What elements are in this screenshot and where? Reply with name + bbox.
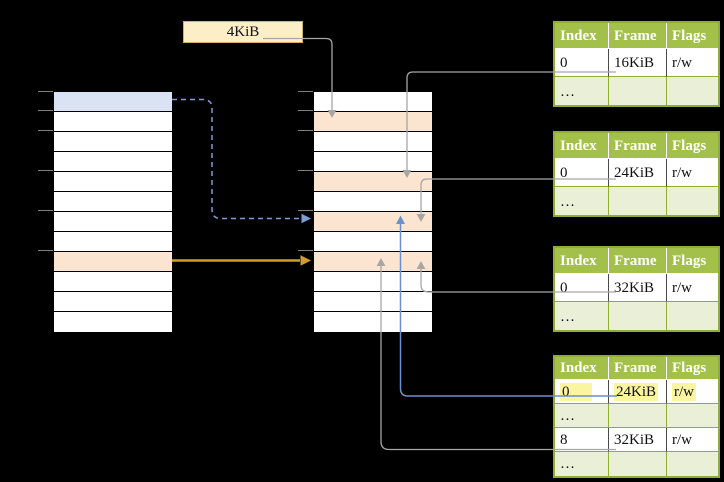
- flags-cell: r/w: [667, 380, 718, 404]
- table-row: 0 32KiB r/w: [555, 274, 718, 302]
- arrowhead-right-icon: [300, 255, 311, 266]
- ellipsis-cell: [667, 77, 718, 105]
- physical-memory-table: [313, 91, 433, 333]
- table-row: [314, 152, 432, 172]
- table-row: [54, 212, 172, 232]
- page-table-2: Index Frame Flags 0 24KiB r/w …: [553, 131, 720, 217]
- table-row: [314, 212, 432, 232]
- highlighted-value: 0: [560, 383, 592, 401]
- table-row: [314, 132, 432, 152]
- table-row: [54, 152, 172, 172]
- frame-cell: 16KiB: [609, 49, 667, 77]
- table-row: [314, 312, 432, 332]
- column-header: Index: [555, 23, 609, 49]
- index-cell: 0: [555, 380, 609, 404]
- table-row: …: [555, 77, 718, 105]
- column-header: Flags: [667, 357, 718, 380]
- ellipsis-cell: …: [555, 77, 609, 105]
- column-header: Frame: [609, 357, 667, 380]
- ellipsis-cell: …: [555, 404, 609, 428]
- ellipsis-cell: …: [555, 187, 609, 215]
- table-row: [54, 272, 172, 292]
- arrow-virtual-blue-to-frame-24kib: [172, 98, 301, 220]
- table-header-row: Index Frame Flags: [555, 23, 718, 49]
- table-header-row: Index Frame Flags: [555, 248, 718, 274]
- table-row: 0 16KiB r/w: [555, 49, 718, 77]
- left-table-ticks: [38, 91, 53, 251]
- ellipsis-cell: [609, 452, 667, 476]
- ellipsis-cell: [667, 302, 718, 330]
- table-row: …: [555, 404, 718, 428]
- page-table-1: Index Frame Flags 0 16KiB r/w …: [553, 21, 720, 107]
- column-header: Index: [555, 248, 609, 274]
- ellipsis-cell: …: [555, 302, 609, 330]
- table-row-highlighted: 0 24KiB r/w: [555, 380, 718, 404]
- ellipsis-cell: …: [555, 452, 609, 476]
- table-row: …: [555, 452, 718, 476]
- ellipsis-cell: [667, 452, 718, 476]
- arrowhead-right-icon: [301, 213, 311, 224]
- ellipsis-cell: [667, 404, 718, 428]
- table-header-row: Index Frame Flags: [555, 357, 718, 380]
- column-header: Flags: [667, 23, 718, 49]
- page-table-3: Index Frame Flags 0 32KiB r/w …: [553, 246, 720, 332]
- flags-cell: r/w: [667, 274, 718, 302]
- table-row: [54, 172, 172, 192]
- index-cell: 8: [555, 428, 609, 452]
- column-header: Flags: [667, 133, 718, 159]
- frame-cell: 24KiB: [609, 159, 667, 187]
- ellipsis-cell: [667, 187, 718, 215]
- ellipsis-cell: [609, 77, 667, 105]
- highlighted-value: r/w: [672, 383, 696, 401]
- page-table-4: Index Frame Flags 0 24KiB r/w … 8 32KiB …: [553, 355, 720, 478]
- index-cell: 0: [555, 49, 609, 77]
- virtual-memory-table: [53, 91, 173, 333]
- table-row: 8 32KiB r/w: [555, 428, 718, 452]
- ellipsis-cell: [609, 302, 667, 330]
- table-row: [314, 92, 432, 112]
- table-row: [314, 272, 432, 292]
- frame-cell: 32KiB: [609, 274, 667, 302]
- table-row: [54, 252, 172, 272]
- table-row: [54, 192, 172, 212]
- table-row: [314, 112, 432, 132]
- table-row: [54, 312, 172, 332]
- index-cell: 0: [555, 159, 609, 187]
- index-cell: 0: [555, 274, 609, 302]
- table-row: …: [555, 187, 718, 215]
- table-row: [314, 292, 432, 312]
- column-header: Frame: [609, 248, 667, 274]
- table-header-row: Index Frame Flags: [555, 133, 718, 159]
- flags-cell: r/w: [667, 49, 718, 77]
- table-row: [54, 292, 172, 312]
- table-row: [314, 252, 432, 272]
- table-row: [54, 132, 172, 152]
- highlighted-value: 24KiB: [614, 383, 659, 401]
- ellipsis-cell: [609, 404, 667, 428]
- frame-cell: 32KiB: [609, 428, 667, 452]
- ellipsis-cell: [609, 187, 667, 215]
- flags-cell: r/w: [667, 428, 718, 452]
- column-header: Frame: [609, 23, 667, 49]
- table-row: [314, 232, 432, 252]
- column-header: Flags: [667, 248, 718, 274]
- flags-cell: r/w: [667, 159, 718, 187]
- column-header: Index: [555, 133, 609, 159]
- frame-cell: 24KiB: [609, 380, 667, 404]
- table-row: [54, 112, 172, 132]
- column-header: Index: [555, 357, 609, 380]
- table-row: …: [555, 302, 718, 330]
- table-row: [54, 92, 172, 112]
- table-row: [314, 172, 432, 192]
- frame-size-label: 4KiB: [183, 21, 303, 43]
- table-row: [54, 232, 172, 252]
- table-row: [314, 192, 432, 212]
- middle-table-ticks: [298, 91, 313, 251]
- column-header: Frame: [609, 133, 667, 159]
- table-row: 0 24KiB r/w: [555, 159, 718, 187]
